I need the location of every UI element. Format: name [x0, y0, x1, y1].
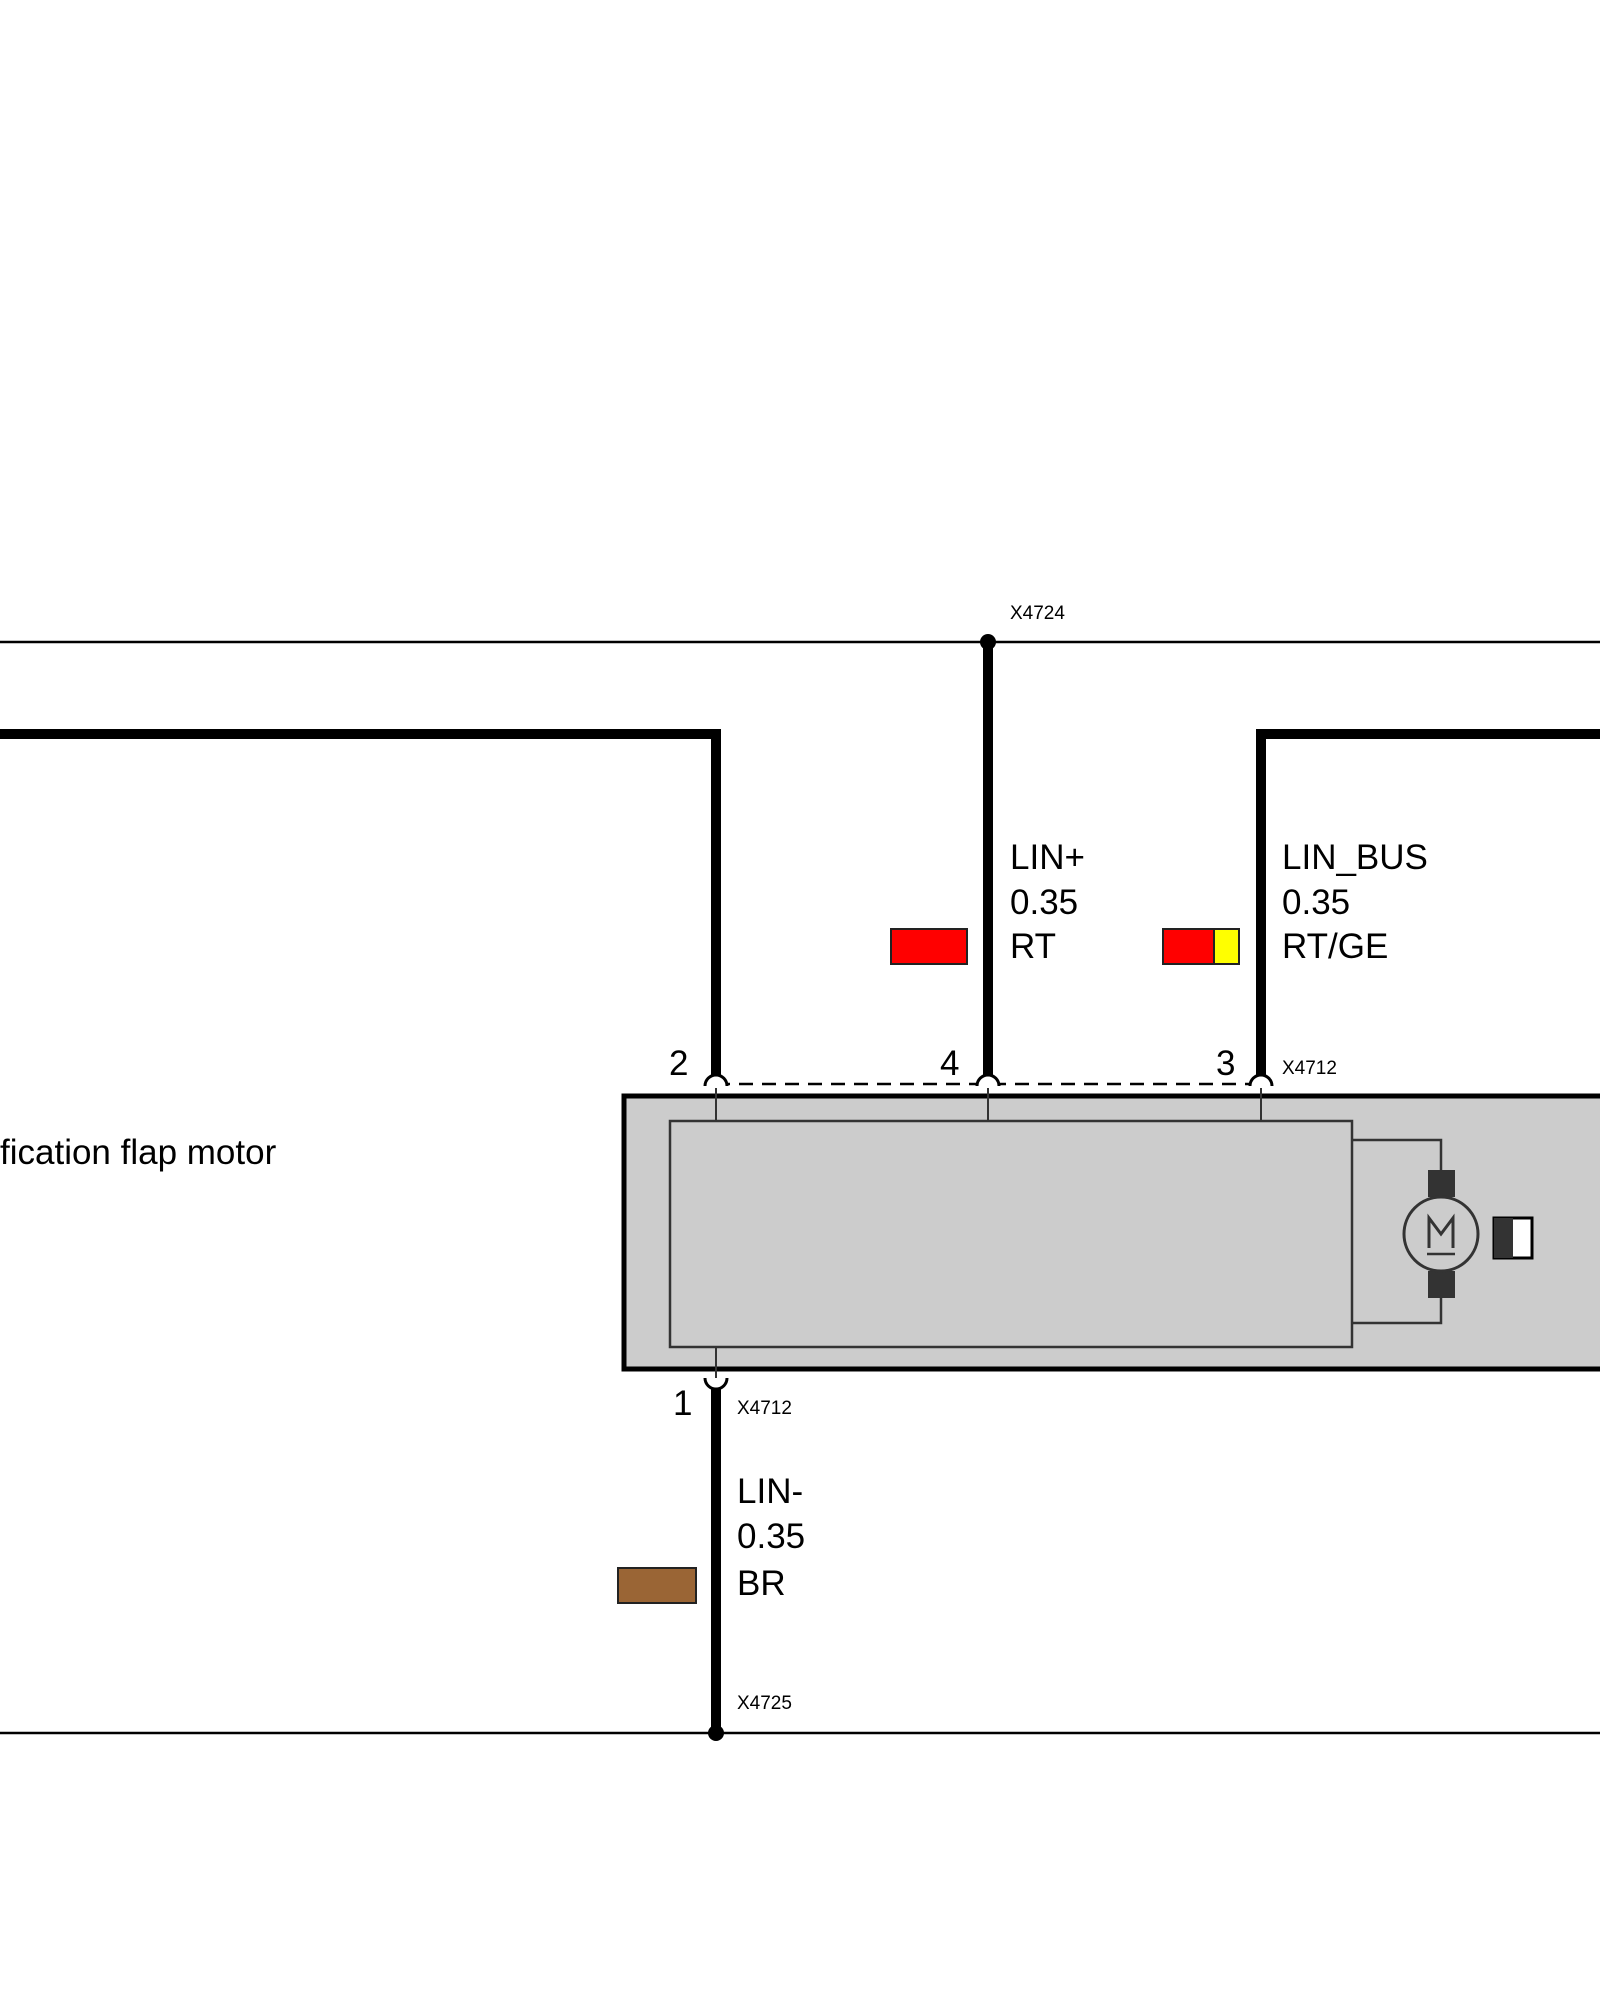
wire-lin-bus [1256, 729, 1600, 1075]
wire-pin2 [0, 729, 721, 1075]
top-ground-node [980, 634, 996, 650]
lin-plus-color-code: RT [1010, 927, 1056, 966]
lin-bus-signal: LIN_BUS [1282, 838, 1428, 877]
connector-x4712-bottom-label: X4712 [737, 1398, 792, 1419]
lin-minus-signal: LIN- [737, 1472, 803, 1511]
pin1-terminal [703, 1377, 729, 1391]
motor-brush-bottom [1428, 1271, 1455, 1298]
pin2-terminal [703, 1073, 729, 1087]
pin4-number: 4 [940, 1044, 959, 1083]
pin3-terminal [1248, 1073, 1274, 1087]
lin-bus-color-code: RT/GE [1282, 927, 1388, 966]
connector-x4712-top-label: X4712 [1282, 1058, 1337, 1079]
connector-x4724-label: X4724 [1010, 603, 1065, 624]
lin-minus-gauge: 0.35 [737, 1517, 805, 1556]
lin-plus-color-swatch [890, 928, 968, 965]
module-inner-box [668, 1119, 1354, 1349]
component-name: fication flap motor [0, 1133, 277, 1172]
lin-plus-signal: LIN+ [1010, 838, 1085, 877]
pin1-number: 1 [673, 1384, 692, 1423]
lin-minus-color-swatch [617, 1567, 697, 1604]
motor-lead-top [1352, 1138, 1443, 1170]
motor-indicator-dark-half [1494, 1218, 1513, 1258]
pin3-number: 3 [1216, 1044, 1235, 1083]
pin2-number: 2 [669, 1044, 688, 1083]
motor-brush-top [1428, 1170, 1455, 1197]
connector-x4725-label: X4725 [737, 1693, 792, 1714]
lin-plus-gauge: 0.35 [1010, 883, 1078, 922]
motor-lead-bottom [1352, 1298, 1443, 1325]
lin-bus-color-swatch-red [1162, 928, 1215, 965]
lin-bus-color-swatch-yellow [1213, 928, 1240, 965]
motor-m-glyph [1427, 1213, 1455, 1248]
lin-bus-gauge: 0.35 [1282, 883, 1350, 922]
lin-minus-color-code: BR [737, 1564, 786, 1603]
pin4-terminal [975, 1073, 1001, 1087]
